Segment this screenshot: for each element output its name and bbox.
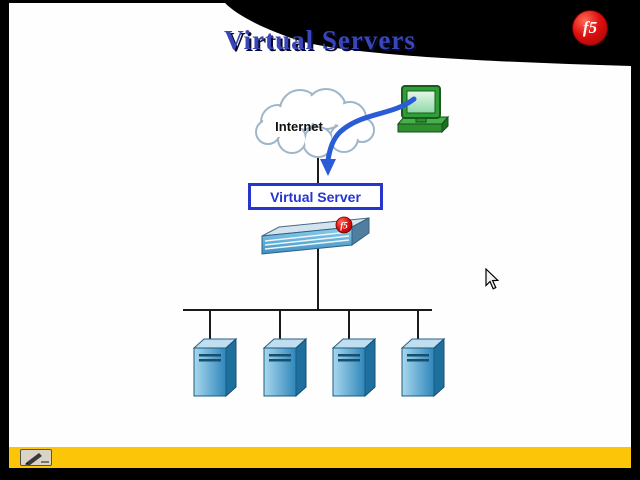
bigip-appliance: f5 bbox=[261, 216, 370, 255]
virtual-server-label: Virtual Server bbox=[270, 188, 361, 205]
virtual-server-box: Virtual Server bbox=[248, 183, 383, 210]
appliance-logo-text: f5 bbox=[340, 221, 348, 231]
footer-bar bbox=[9, 447, 631, 468]
traffic-arrow bbox=[320, 96, 417, 176]
f5-logo: f5 bbox=[572, 10, 608, 46]
internet-label: Internet bbox=[275, 119, 323, 134]
server-icon bbox=[331, 337, 377, 398]
pen-tool-button[interactable] bbox=[20, 449, 52, 466]
server-icon bbox=[262, 337, 308, 398]
header-swoosh bbox=[225, 3, 631, 66]
server-pool bbox=[192, 337, 446, 398]
f5-logo-text: f5 bbox=[582, 18, 598, 37]
server-icon bbox=[192, 337, 238, 398]
f5-ball-icon: f5 bbox=[335, 216, 353, 234]
pen-icon bbox=[25, 453, 49, 465]
internet-cloud: Internet bbox=[255, 88, 375, 158]
desktop-computer-icon bbox=[396, 85, 450, 134]
server-icon bbox=[400, 337, 446, 398]
slide-title: Virtual Servers bbox=[224, 25, 416, 55]
